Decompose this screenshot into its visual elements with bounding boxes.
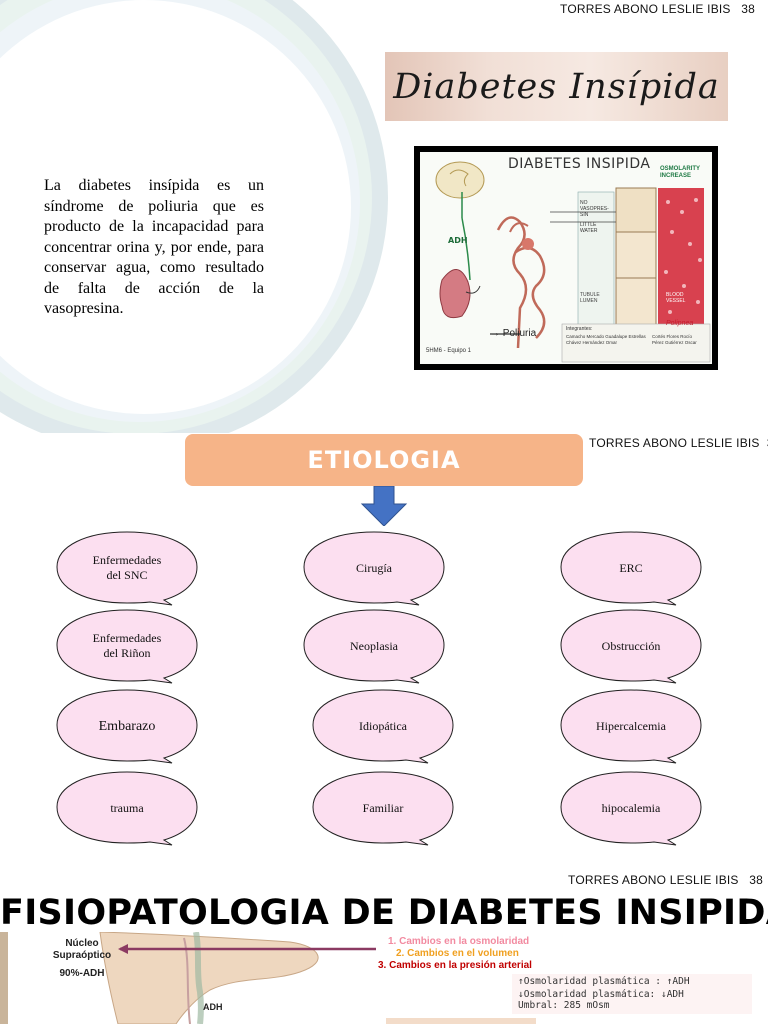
page-header: TORRES ABONO LESLIE IBIS 38 <box>560 2 755 16</box>
figure-name: Pérez Gutiérrez Oscar <box>652 340 697 345</box>
cause-label: Embarazo <box>98 718 156 734</box>
cambios-item: 2. Cambios en el volumen <box>396 948 519 959</box>
cause-bubble: Enfermedades del Riñon <box>56 609 198 684</box>
cause-bubble: Hipercalcemia <box>560 689 702 764</box>
cause-label: ERC <box>619 560 643 575</box>
anatomy-adh-label: ADH <box>203 1002 223 1012</box>
cambios-item: 3. Cambios en la presión arterial <box>378 960 532 971</box>
osmolaridad-box: ↑Osmolaridad plasmática : ↑ADH ↓Osmolari… <box>512 974 752 1014</box>
hypothalamus-illustration <box>0 932 536 1024</box>
definition-text: La diabetes insípida es un síndrome de p… <box>44 177 264 317</box>
cause-label: Hipercalcemia <box>596 718 666 733</box>
slide-title: Diabetes Insípida <box>393 66 720 107</box>
figure-name: Camacho Mercado Guadalupe Estrellas <box>566 334 646 339</box>
figure-capsule-2: LITTLE WATER <box>580 222 598 234</box>
nucleo-line: Núcleo <box>65 938 99 949</box>
fisiopatologia-title: FISIOPATOLOGIA DE DIABETES INSIPIDA <box>0 893 768 933</box>
etiologia-heading-bar: ETIOLOGIA <box>185 434 583 486</box>
cause-label: Familiar <box>362 800 404 815</box>
cause-bubble: Neoplasia <box>303 609 445 684</box>
down-arrow-icon <box>360 486 408 526</box>
cause-bubble: ERC <box>560 531 702 606</box>
figure-blood-label: BLOOD VESSEL <box>666 292 686 304</box>
cause-bubble: Enfermedades del SNC <box>56 531 198 606</box>
figure-name: Chávez Hernández Omar <box>566 340 618 345</box>
cause-label: Cirugía <box>356 560 392 575</box>
osmolaridad-line: ↑Osmolaridad plasmática : ↑ADH <box>518 976 690 987</box>
figure-poliuria-label: → Poliuria <box>490 328 537 339</box>
cause-bubble: Idiopática <box>312 689 454 764</box>
figure-name: Cortés Flores Rocío <box>652 334 693 339</box>
figure-adh-label: ADH <box>448 236 468 245</box>
etiologia-heading: ETIOLOGIA <box>307 446 461 474</box>
figure-team-label: 5HM6 - Equipo 1 <box>426 348 472 354</box>
page-header: TORRES ABONO LESLIE IBIS 38 <box>568 873 763 887</box>
cambios-item: 1. Cambios en la osmolaridad <box>388 936 530 947</box>
cause-bubble: Familiar <box>312 771 454 846</box>
figure-title: DIABETES INSIPIDA <box>508 156 651 172</box>
osmolaridad-line: Umbral: 285 mOsm <box>518 1000 610 1011</box>
definition-slide: TORRES ABONO LESLIE IBIS 38 La diabetes … <box>0 0 768 433</box>
cambios-list: 1. Cambios en la osmolaridad 2. Cambios … <box>378 936 532 972</box>
title-banner: Diabetes Insípida <box>385 52 728 121</box>
cause-bubble: Obstrucción <box>560 609 702 684</box>
page-header: TORRES ABONO LESLIE IBIS 38 <box>589 436 768 450</box>
cause-label: Obstrucción <box>601 638 661 653</box>
cause-bubble: Cirugía <box>303 531 445 606</box>
figure-integrantes: Integrantes: <box>566 326 593 332</box>
diabetes-insipida-figure: DIABETES INSIPIDA ADH → Poliuria Polipne… <box>414 146 718 370</box>
figure-osmolarity-label: OSMOLARITY INCREASE <box>660 166 700 179</box>
figure-capsule-1: NO VASOPRES-SIN <box>580 200 609 218</box>
kidney-icon <box>439 269 471 319</box>
figure-tubule-label: TUBULE LUMEN <box>580 292 600 304</box>
brain-icon <box>435 161 485 199</box>
header-author: TORRES ABONO LESLIE IBIS <box>560 2 731 16</box>
cause-label: Enfermedades del SNC <box>92 553 162 582</box>
nucleo-line: Supraóptico <box>52 950 112 961</box>
figure-illustration <box>435 161 711 363</box>
figure-names-left: Camacho Mercado Guadalupe Estrellas Cháv… <box>566 334 650 346</box>
cause-label: Neoplasia <box>350 638 398 653</box>
cause-bubble: Embarazo <box>56 689 198 764</box>
cause-label: trauma <box>110 800 144 815</box>
cause-bubble: hipocalemia <box>560 771 702 846</box>
pointer-arrow-icon <box>118 944 376 954</box>
figure-names-right: Cortés Flores Rocío Pérez Gutiérrez Osca… <box>652 334 710 346</box>
cause-label: Enfermedades del Riñon <box>92 631 162 660</box>
cause-label: Idiopática <box>359 718 407 733</box>
osmolaridad-line: ↓Osmolaridad plasmática: ↓ADH <box>518 989 684 1000</box>
nucleo-supraoptico-label: Núcleo Supraóptico 90%-ADH <box>52 938 112 980</box>
header-page: 38 <box>767 436 768 450</box>
figure-polipnea-label: Polipnea <box>666 320 694 327</box>
nucleo-line: 90%-ADH <box>59 968 105 979</box>
header-author: TORRES ABONO LESLIE IBIS <box>568 873 739 887</box>
header-author: TORRES ABONO LESLIE IBIS <box>589 436 760 450</box>
cause-label: hipocalemia <box>601 800 661 815</box>
cause-bubble: trauma <box>56 771 198 846</box>
decorative-disc <box>0 0 351 414</box>
figure-canvas: DIABETES INSIPIDA ADH → Poliuria Polipne… <box>420 152 712 364</box>
anatomy-figure: ADH <box>0 932 768 1024</box>
header-page: 38 <box>741 2 755 16</box>
header-page: 38 <box>749 873 763 887</box>
